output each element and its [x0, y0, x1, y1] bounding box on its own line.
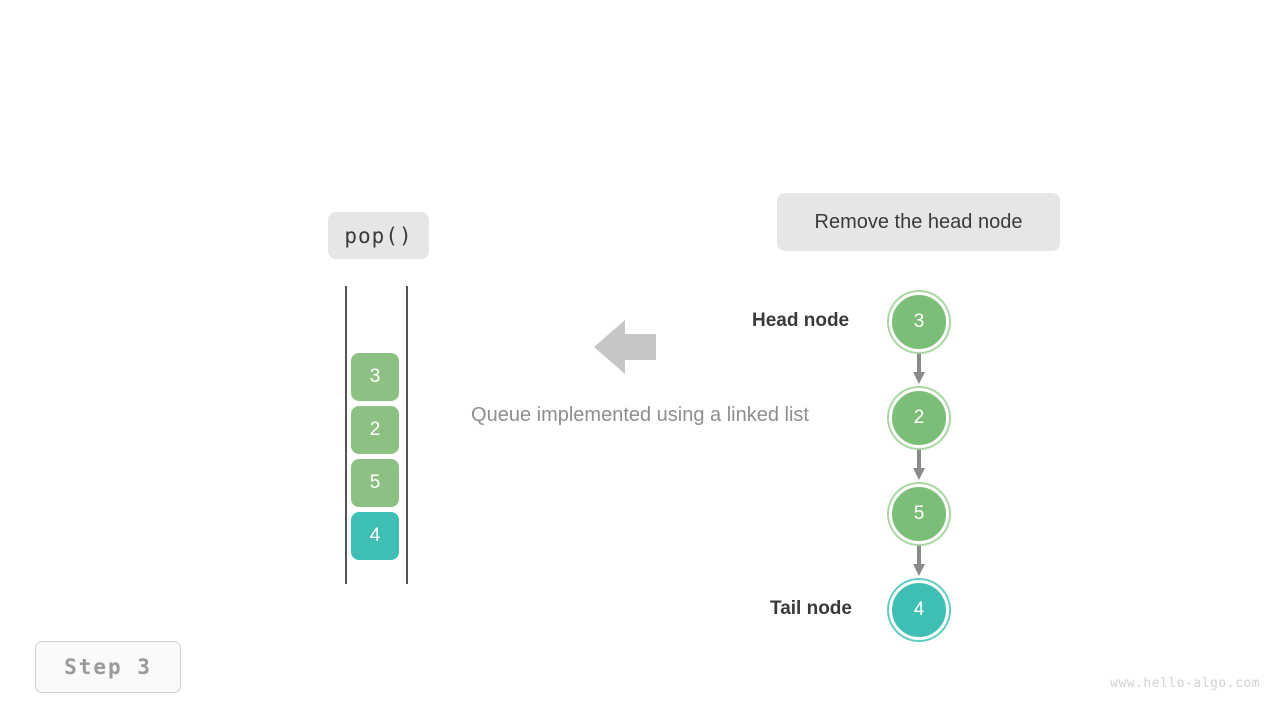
- list-node-value: 3: [913, 311, 925, 332]
- stack-rail-left: [345, 286, 347, 584]
- down-arrow-icon: [913, 348, 925, 384]
- list-node: 4: [889, 580, 949, 640]
- stack-cell: 4: [351, 512, 399, 560]
- list-node: 5: [889, 484, 949, 544]
- stack-cell-value: 2: [369, 419, 381, 440]
- watermark: www.hello-algo.com: [1110, 676, 1260, 691]
- list-node-value: 4: [913, 599, 925, 620]
- tail-node-label: Tail node: [770, 598, 852, 619]
- list-node-value: 5: [913, 503, 925, 524]
- linked-list: 3 2 5 4: [860, 280, 1000, 650]
- head-node-label: Head node: [752, 310, 850, 331]
- stack-cell-value: 4: [369, 525, 381, 546]
- down-arrow-icon: [913, 540, 925, 576]
- stack-cell: 3: [351, 353, 399, 401]
- stack-cell: 2: [351, 406, 399, 454]
- list-node: 3: [889, 292, 949, 352]
- step-badge: Step 3: [35, 641, 181, 693]
- list-node: 2: [889, 388, 949, 448]
- down-arrow-icon: [913, 444, 925, 480]
- stack-cell: 5: [351, 459, 399, 507]
- action-description-badge: Remove the head node: [777, 193, 1060, 251]
- stack-cell-value: 3: [369, 366, 381, 387]
- stack-rail-right: [406, 286, 408, 584]
- operation-badge: pop(): [328, 212, 429, 259]
- diagram-caption: Queue implemented using a linked list: [471, 404, 809, 426]
- stack-cell-value: 5: [369, 472, 381, 493]
- stack-column: 3 2 5 4: [340, 280, 420, 592]
- list-node-value: 2: [913, 407, 925, 428]
- left-arrow-icon: [594, 320, 656, 374]
